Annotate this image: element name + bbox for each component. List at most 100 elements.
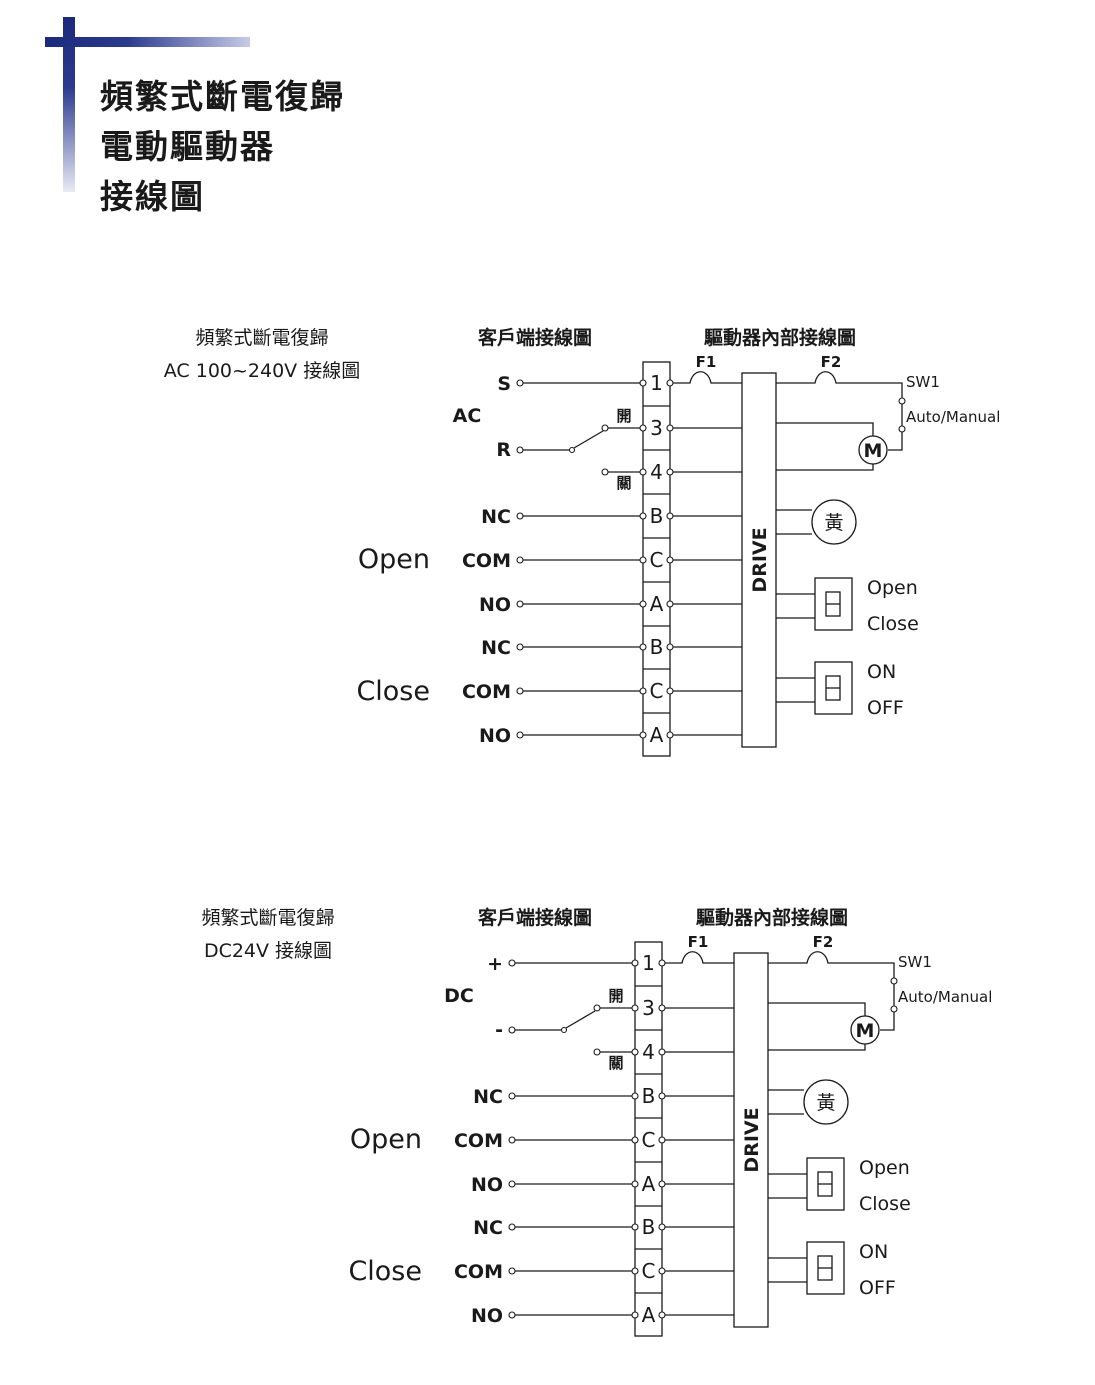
contact-terminal — [516, 600, 524, 608]
contact-terminal — [508, 1267, 516, 1275]
motor-label: M — [864, 440, 883, 462]
terminal-label: A — [642, 1172, 656, 1196]
drive-heading: 驅動器內部接線圖 — [696, 906, 848, 929]
fuse-f2 — [768, 951, 895, 978]
wiring-diagram-dc: 頻繁式斷電復歸 DC24V 接線圖 客戶端接線圖 驅動器內部接線圖 134BCA… — [201, 906, 992, 1337]
terminal-label: 4 — [650, 460, 663, 484]
contact-terminal — [516, 643, 524, 651]
page-title-line-3: 接線圖 — [100, 177, 205, 216]
lamp-label: 黃 — [824, 512, 843, 534]
terminal-label: C — [642, 1259, 656, 1283]
supply-bottom-terminal — [508, 1026, 516, 1034]
terminal-point — [639, 687, 647, 695]
close-group-label: Close — [356, 676, 430, 707]
terminal-point — [666, 643, 674, 651]
rocker-switch — [806, 1157, 845, 1211]
terminal-label: B — [650, 504, 664, 528]
supply-top-label: S — [497, 373, 511, 395]
terminal-point — [639, 731, 647, 739]
terminal-point — [666, 600, 674, 608]
terminal-point — [639, 468, 647, 476]
contact-label: COM — [454, 1261, 503, 1283]
terminal-point — [639, 600, 647, 608]
fuse-f1 — [665, 951, 734, 964]
page-title-line-2: 電動驅動器 — [100, 127, 275, 166]
terminal-label: B — [642, 1084, 656, 1108]
rocker-switch-top-label: ON — [867, 661, 896, 683]
terminal-label: 3 — [642, 996, 655, 1020]
switch-pivot — [568, 446, 576, 454]
switch-open-label: 開 — [608, 987, 623, 1005]
contact-label: NC — [473, 1086, 503, 1108]
terminal-point — [631, 1267, 639, 1275]
supply-bottom-terminal — [516, 446, 524, 454]
terminal-label: C — [642, 1128, 656, 1152]
client-heading: 客戶端接線圖 — [478, 906, 592, 929]
rocker-switch — [814, 661, 853, 715]
sw1-mode-label: Auto/Manual — [906, 408, 1000, 426]
terminal-point — [639, 379, 647, 387]
terminal-point — [658, 1048, 666, 1056]
contact-terminal — [508, 1092, 516, 1100]
contact-terminal — [508, 1180, 516, 1188]
caption-line-1: 頻繁式斷電復歸 — [201, 907, 334, 929]
supply-top-label: + — [487, 953, 503, 975]
terminal-label: C — [650, 548, 664, 572]
terminal-point — [631, 1004, 639, 1012]
terminal-point — [658, 1092, 666, 1100]
lamp-symbol — [811, 499, 857, 545]
drive-label: DRIVE — [749, 527, 771, 592]
client-heading: 客戶端接線圖 — [478, 326, 592, 349]
contact-terminal — [516, 556, 524, 564]
terminal-point — [631, 1223, 639, 1231]
drive-heading: 驅動器內部接線圖 — [704, 326, 856, 349]
sw1-contact — [890, 1005, 898, 1013]
sw1-contact — [898, 425, 906, 433]
caption-line-2: AC 100~240V 接線圖 — [164, 360, 360, 382]
contact-label: NC — [481, 506, 511, 528]
contact-label: COM — [462, 550, 511, 572]
sw1-mode-label: Auto/Manual — [898, 988, 992, 1006]
switch-pivot — [560, 1026, 568, 1034]
rocker-switch-bottom-label: Close — [859, 1193, 911, 1215]
terminal-label: 1 — [650, 371, 663, 395]
terminal-point — [666, 512, 674, 520]
terminal-point — [639, 424, 647, 432]
open-group-label: Open — [350, 1124, 422, 1155]
contact-terminal — [508, 1311, 516, 1319]
terminal-label: A — [650, 723, 664, 747]
header-accent-horizontal — [45, 37, 250, 47]
header-accent-vertical — [63, 17, 75, 192]
rocker-switch-top-label: Open — [859, 1157, 910, 1179]
switch-blade — [565, 1010, 596, 1029]
sw1-label: SW1 — [898, 953, 932, 971]
supply-bottom-label: R — [496, 439, 511, 461]
terminal-label: 4 — [642, 1040, 655, 1064]
page-title-line-1: 頻繁式斷電復歸 — [100, 77, 345, 116]
supply-group-label: AC — [453, 405, 482, 427]
lamp-symbol — [803, 1079, 849, 1125]
contact-label: COM — [462, 681, 511, 703]
terminal-point — [658, 1223, 666, 1231]
contact-label: NO — [471, 1174, 503, 1196]
terminal-point — [666, 731, 674, 739]
terminal-point — [666, 424, 674, 432]
sw1-to-motor — [880, 1012, 895, 1031]
terminal-label: B — [642, 1215, 656, 1239]
rocker-switch-top-label: Open — [867, 577, 918, 599]
switch-close-label: 關 — [616, 474, 631, 492]
rocker-switch — [814, 577, 853, 631]
switch-open-contact — [601, 424, 609, 432]
switch-blade — [573, 430, 604, 449]
rocker-switch-bottom-label: OFF — [867, 697, 904, 719]
terminal-point — [639, 512, 647, 520]
rocker-switch — [806, 1241, 845, 1295]
sw1-label: SW1 — [906, 373, 940, 391]
close-group-label: Close — [348, 1256, 422, 1287]
lamp-label: 黃 — [816, 1092, 835, 1114]
contact-terminal — [516, 512, 524, 520]
rocker-switch-bottom-label: OFF — [859, 1277, 896, 1299]
contact-label: NO — [479, 594, 511, 616]
